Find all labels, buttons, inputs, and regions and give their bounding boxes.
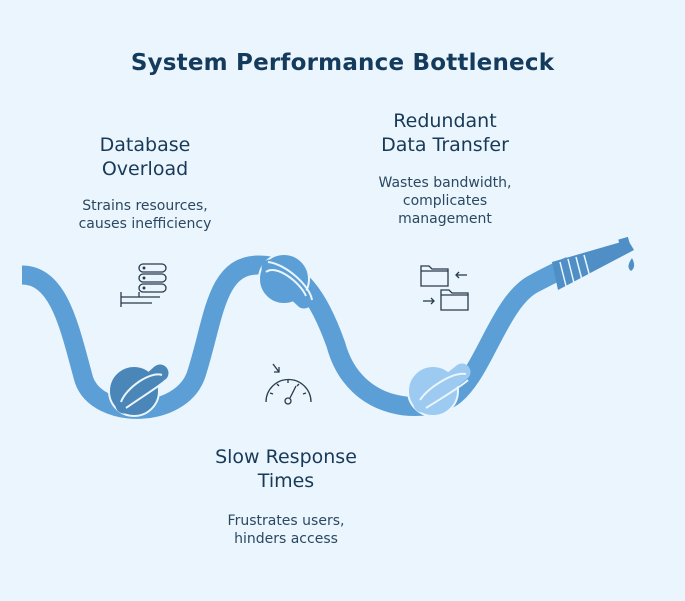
section-heading: Database Overload bbox=[99, 134, 191, 180]
section-heading: Redundant Data Transfer bbox=[381, 110, 509, 156]
nozzle bbox=[552, 236, 634, 290]
section-redundant-data-transfer: Redundant Data Transfer Wastes bandwidth… bbox=[340, 109, 550, 228]
knot-slow-response bbox=[407, 363, 471, 417]
section-description: Frustrates users, hinders access bbox=[227, 513, 345, 547]
section-heading: Slow Response Times bbox=[215, 446, 357, 492]
knot-redundant bbox=[258, 253, 313, 309]
knot-database bbox=[108, 364, 169, 417]
page-title: System Performance Bottleneck bbox=[130, 50, 555, 76]
water-drop bbox=[628, 258, 635, 271]
section-database-overload: Database Overload Strains resources, cau… bbox=[45, 133, 245, 233]
section-description: Strains resources, causes inefficiency bbox=[78, 198, 212, 232]
folder-transfer-icon bbox=[420, 265, 469, 311]
speedometer-icon bbox=[265, 363, 312, 405]
section-description: Wastes bandwidth, complicates management bbox=[378, 175, 512, 227]
section-slow-response-times: Slow Response Times Frustrates users, hi… bbox=[186, 445, 386, 548]
database-server-icon bbox=[120, 263, 167, 307]
